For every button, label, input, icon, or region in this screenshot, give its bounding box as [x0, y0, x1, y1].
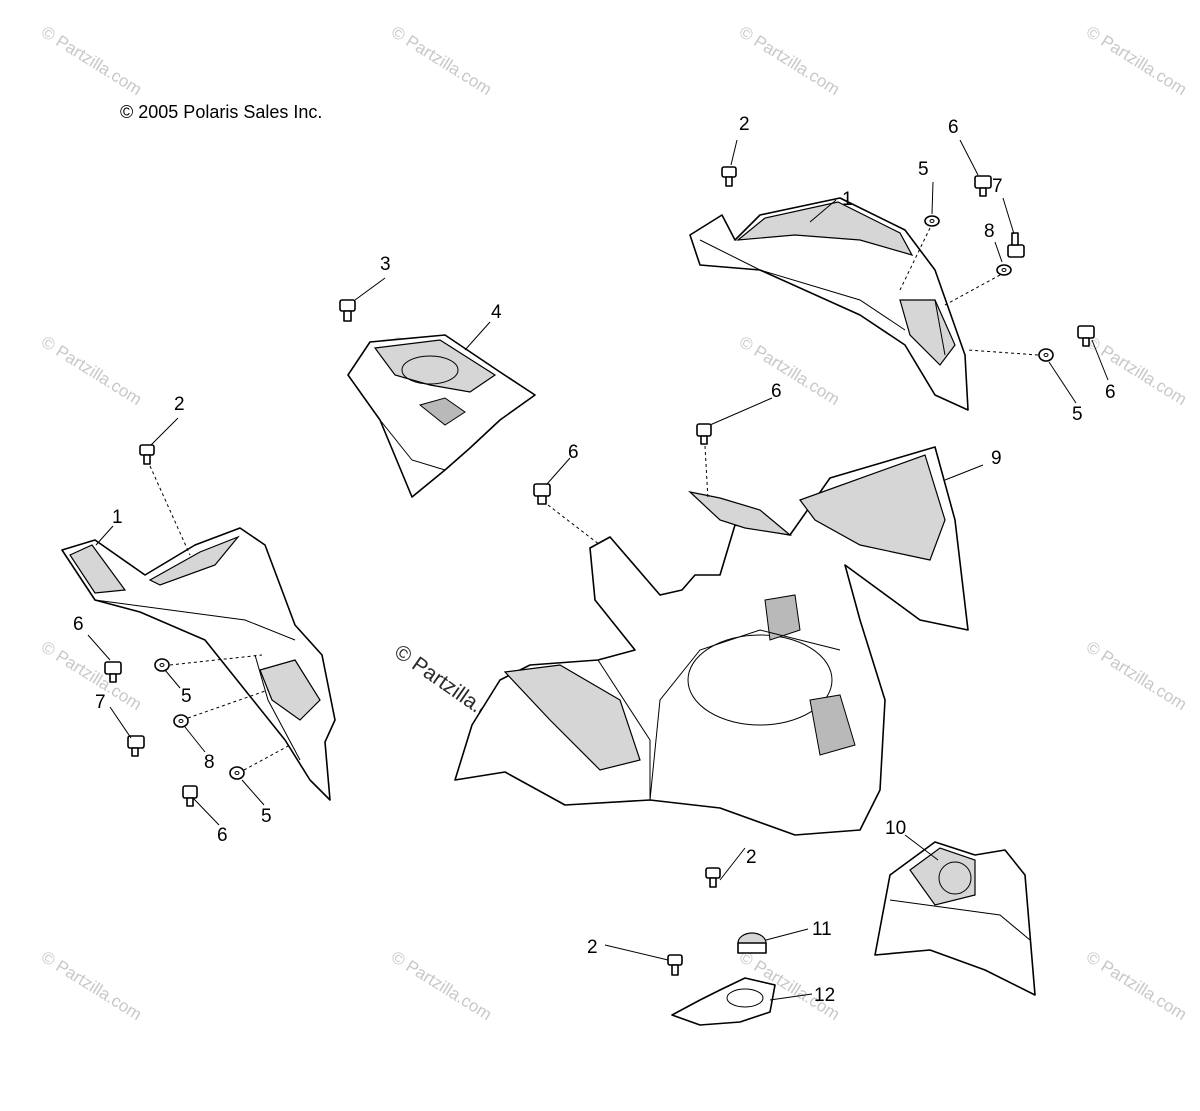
- callout-8: 8: [984, 221, 995, 242]
- callout-9: 9: [991, 448, 1002, 469]
- watermark: © Partzilla.com: [38, 332, 145, 409]
- watermark: © Partzilla.com: [1083, 332, 1190, 409]
- watermark: © Partzilla.com: [38, 947, 145, 1024]
- callout-6: 6: [568, 442, 579, 463]
- callout-2: 2: [174, 394, 185, 415]
- callout-1: 1: [112, 507, 123, 528]
- callout-1: 1: [842, 189, 853, 210]
- copyright-text: © 2005 Polaris Sales Inc.: [120, 102, 323, 122]
- callout-5: 5: [181, 686, 192, 707]
- screw-icon: [1007, 232, 1025, 258]
- screw-icon: [182, 785, 198, 807]
- callout-6: 6: [948, 117, 959, 138]
- nut-icon: [737, 932, 767, 954]
- screw-icon: [139, 444, 155, 465]
- side-panel-right-part: [689, 197, 969, 411]
- screw-icon: [696, 423, 712, 445]
- callout-2: 2: [587, 937, 598, 958]
- callout-2: 2: [739, 114, 750, 135]
- watermark: © Partzilla.com: [1083, 637, 1190, 714]
- callout-5: 5: [1072, 404, 1083, 425]
- screw-icon: [1077, 325, 1095, 347]
- callout-7: 7: [95, 692, 106, 713]
- callouts: 2 1 5 6 7 8 5 6 3 4 2 1 6 6 9 6 5 7 8 5 …: [73, 114, 1116, 1006]
- callout-6: 6: [73, 614, 84, 635]
- callout-5: 5: [918, 159, 929, 180]
- screw-icon: [721, 166, 737, 187]
- screw-icon: [667, 954, 683, 976]
- callout-3: 3: [380, 254, 391, 275]
- washer-icon: [173, 714, 189, 728]
- bolt-icon: [339, 299, 356, 322]
- callout-2: 2: [746, 847, 757, 868]
- washer-icon: [229, 766, 245, 780]
- leader-lines: [87, 139, 1109, 1001]
- callout-8: 8: [204, 752, 215, 773]
- callout-10: 10: [885, 818, 906, 839]
- callout-6: 6: [1105, 382, 1116, 403]
- washer-icon: [924, 215, 940, 227]
- callout-5: 5: [261, 806, 272, 827]
- watermark: © Partzilla.com: [388, 22, 495, 99]
- lower-housing-part: [874, 841, 1036, 996]
- callout-4: 4: [491, 302, 502, 323]
- callout-7: 7: [992, 176, 1003, 197]
- callout-6: 6: [217, 825, 228, 846]
- screw-icon: [705, 867, 721, 888]
- watermark: © Partzilla.com: [388, 947, 495, 1024]
- bracket-part: [671, 977, 776, 1026]
- fasteners: [104, 166, 1095, 976]
- washer-icon: [996, 264, 1012, 276]
- watermark: © Partzilla.com: [736, 22, 843, 99]
- screw-icon: [127, 735, 145, 757]
- watermark: © Partzilla.com: [38, 637, 145, 714]
- watermark: © Partzilla.com: [736, 332, 843, 409]
- watermark: © Partzilla.com: [1083, 22, 1190, 99]
- screw-icon: [974, 175, 992, 197]
- watermark: © Partzilla.com: [1083, 947, 1190, 1024]
- side-panel-left-part: [61, 527, 336, 801]
- washer-icon: [1038, 348, 1054, 362]
- washer-icon: [154, 658, 170, 672]
- callout-6: 6: [771, 381, 782, 402]
- front-cab-part: [454, 446, 969, 836]
- callout-12: 12: [814, 985, 835, 1006]
- screw-icon: [104, 661, 122, 683]
- screw-icon: [533, 483, 551, 505]
- headlight-pod-part: [347, 334, 536, 498]
- watermark: © Partzilla.com: [38, 22, 145, 99]
- callout-11: 11: [812, 919, 832, 940]
